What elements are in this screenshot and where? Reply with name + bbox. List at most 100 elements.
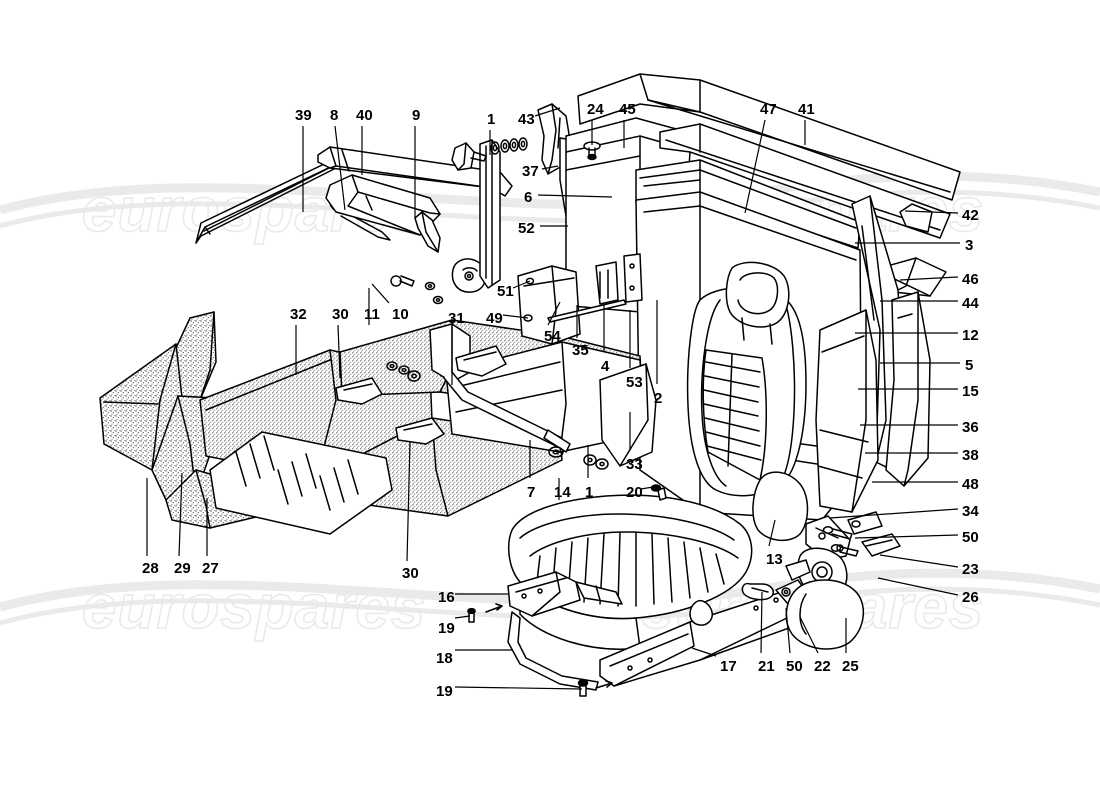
callout-number-39: 39	[295, 107, 312, 124]
callout-number-25: 25	[842, 658, 859, 675]
leader-line-43	[534, 107, 561, 117]
leader-line-50	[785, 607, 791, 654]
leader-line-51	[512, 280, 531, 289]
leader-line-8	[334, 125, 346, 211]
callout-number-14: 14	[554, 484, 571, 501]
callout-number-52: 52	[518, 220, 535, 237]
callout-number-50: 50	[962, 529, 979, 546]
callout-number-54: 54	[544, 328, 561, 345]
part-floor-rib-panel	[209, 431, 393, 535]
callout-number-18: 18	[436, 650, 453, 667]
callout-number-46: 46	[962, 271, 979, 288]
part-b-post-trim-9	[414, 211, 441, 253]
callout-number-41: 41	[798, 101, 815, 118]
callout-number-32: 32	[290, 306, 307, 323]
callout-number-43: 43	[518, 111, 535, 128]
callout-number-22: 22	[814, 658, 831, 675]
leader-line-19	[454, 615, 471, 619]
part-rail-16	[507, 571, 623, 617]
leader-line-10	[371, 283, 390, 304]
callout-number-9: 9	[412, 107, 421, 124]
leader-line-22	[799, 616, 819, 654]
callout-number-34: 34	[962, 503, 979, 520]
part-carpet-32-kick	[175, 311, 217, 401]
leader-line-17	[691, 647, 717, 657]
part-handle-21	[741, 582, 774, 601]
part-bolt-20	[650, 484, 667, 501]
callout-number-20: 20	[626, 484, 643, 501]
callout-number-8: 8	[330, 107, 339, 124]
leader-line-29	[178, 472, 183, 557]
part-rear-trim-42	[659, 123, 951, 239]
part-bracket-lower-30	[395, 417, 445, 445]
part-side-panel-15-36-38-48	[815, 309, 879, 513]
callout-number-16: 16	[438, 589, 455, 606]
part-cushion-ribs	[535, 531, 725, 607]
leader-line-37	[541, 165, 559, 170]
part-panel-49-54	[517, 265, 581, 345]
leader-line-47	[744, 119, 766, 214]
callout-number-27: 27	[202, 560, 219, 577]
callout-number-13: 13	[766, 551, 783, 568]
leader-line-26	[877, 577, 959, 596]
callout-number-30: 30	[332, 306, 349, 323]
part-belt-anchor-11	[451, 258, 487, 293]
leader-line-21	[760, 591, 763, 654]
callout-number-1: 1	[487, 111, 496, 128]
part-grommet-24	[583, 141, 601, 161]
callout-number-50: 50	[786, 658, 803, 675]
callout-number-17: 17	[720, 658, 737, 675]
callout-number-48: 48	[962, 476, 979, 493]
callout-number-5: 5	[965, 357, 974, 374]
leader-line-34	[829, 508, 959, 519]
leader-line-19	[454, 686, 583, 690]
part-bolts-34-50-right	[822, 526, 859, 557]
leader-line-54	[547, 301, 561, 326]
part-bracket-mid	[335, 377, 383, 405]
callout-number-53: 53	[626, 374, 643, 391]
callout-number-23: 23	[962, 561, 979, 578]
callout-number-36: 36	[962, 419, 979, 436]
part-rod-35	[547, 299, 627, 323]
part-bracket-right-1	[455, 345, 507, 377]
callout-number-37: 37	[522, 163, 539, 180]
leader-line-46	[899, 276, 959, 281]
leader-line-20	[640, 486, 654, 490]
callout-number-7: 7	[527, 484, 536, 501]
callout-number-40: 40	[356, 107, 373, 124]
part-headrest	[725, 261, 790, 345]
callout-number-42: 42	[962, 207, 979, 224]
callout-number-33: 33	[626, 456, 643, 473]
part-bolt-19-upper	[467, 603, 503, 623]
callout-number-6: 6	[524, 189, 533, 206]
leader-line-30	[337, 324, 341, 379]
leader-line-50	[854, 534, 959, 539]
callout-number-11: 11	[364, 306, 380, 323]
part-trim-33	[599, 363, 657, 467]
part-bracket-23-26	[847, 511, 901, 557]
callout-number-47: 47	[760, 101, 777, 118]
callout-number-44: 44	[962, 295, 979, 312]
callout-number-3: 3	[965, 237, 974, 254]
callout-number-35: 35	[572, 342, 589, 359]
callout-number-30: 30	[402, 565, 419, 582]
part-bolt-19-lower	[577, 679, 613, 697]
callout-number-15: 15	[962, 383, 979, 400]
part-seatbelt-stalk-1	[479, 139, 501, 289]
washer-stack	[490, 137, 528, 155]
callout-number-49: 49	[486, 310, 503, 327]
callout-number-26: 26	[962, 589, 979, 606]
callout-number-24: 24	[587, 101, 604, 118]
callout-number-1: 1	[585, 484, 594, 501]
part-frame-18	[507, 611, 599, 691]
callout-number-38: 38	[962, 447, 979, 464]
part-seat-side-13	[752, 471, 809, 542]
callout-number-29: 29	[174, 560, 191, 577]
part-fixings-row-1	[451, 137, 528, 171]
callout-number-12: 12	[962, 327, 979, 344]
leader-line-30	[406, 441, 411, 562]
callout-number-45: 45	[619, 101, 636, 118]
part-rear-deck-41	[577, 73, 961, 201]
